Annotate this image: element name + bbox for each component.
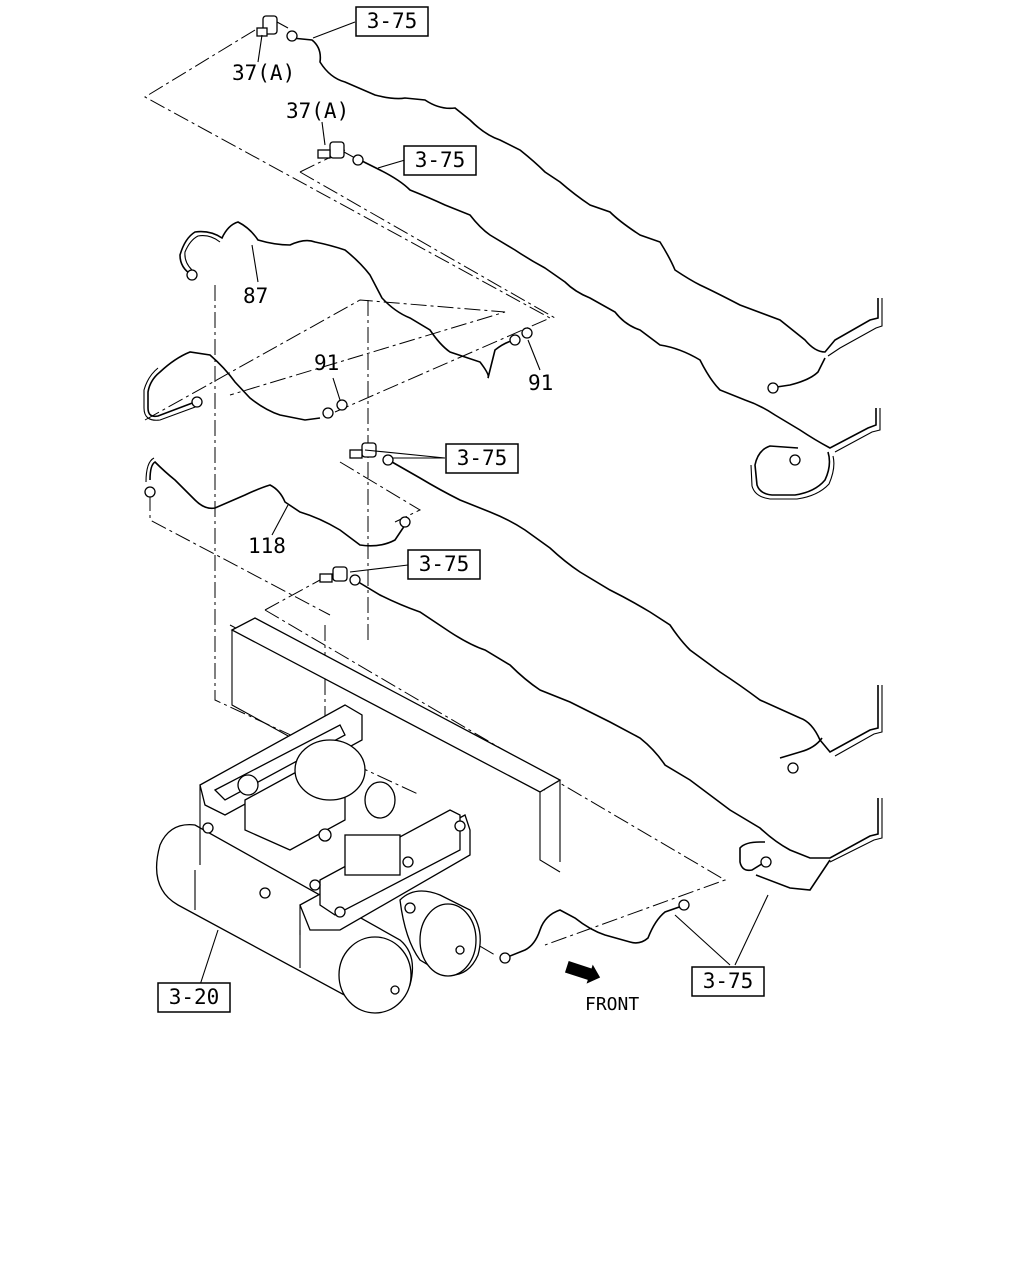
label-118: 118	[248, 534, 286, 558]
ref-box-mid: 3-75	[445, 443, 519, 474]
fittings	[144, 15, 801, 964]
ref-box-lower-text: 3-75	[419, 552, 470, 576]
label-87: 87	[243, 284, 268, 308]
ref-box-top-text: 3-75	[367, 9, 418, 33]
air-tank-left	[156, 824, 414, 1014]
nut-91-right	[521, 327, 533, 339]
ref-box-second-text: 3-75	[415, 148, 466, 172]
ref-box-top: 3-75	[355, 6, 429, 37]
front-label: FRONT	[585, 994, 639, 1015]
ref-box-bottom-text: 3-75	[703, 969, 754, 993]
pipe-third	[391, 461, 879, 754]
label-37a-second: 37(A)	[286, 99, 349, 123]
pipe-top	[291, 37, 879, 353]
tank-bracket	[199, 704, 471, 935]
pipe-118	[149, 460, 406, 547]
front-arrow-icon	[564, 961, 601, 984]
pipe-87	[179, 221, 516, 379]
ref-box-lower: 3-75	[407, 549, 481, 580]
pipe-left-short	[147, 351, 321, 421]
air-tank-right	[399, 890, 481, 977]
label-91-right: 91	[528, 371, 553, 395]
pipe-second	[359, 159, 877, 449]
pipe-bottom	[504, 904, 686, 959]
label-37a-top: 37(A)	[232, 61, 295, 85]
leader-lines	[199, 21, 769, 986]
ref-box-bottom: 3-75	[691, 966, 765, 997]
nut-91-left	[336, 399, 348, 411]
union-lower	[319, 566, 361, 586]
label-91-left: 91	[314, 351, 339, 375]
brake-pipes	[143, 37, 883, 959]
union-37a-second	[317, 141, 364, 166]
union-37a-top	[256, 15, 298, 42]
ref-box-mid-text: 3-75	[457, 446, 508, 470]
union-mid	[349, 442, 394, 466]
frame-rail	[230, 617, 562, 873]
ref-box-tank-text: 3-20	[169, 985, 220, 1009]
pipe-lower	[354, 579, 879, 859]
ref-box-second: 3-75	[403, 145, 477, 176]
ref-box-tank: 3-20	[157, 982, 231, 1013]
